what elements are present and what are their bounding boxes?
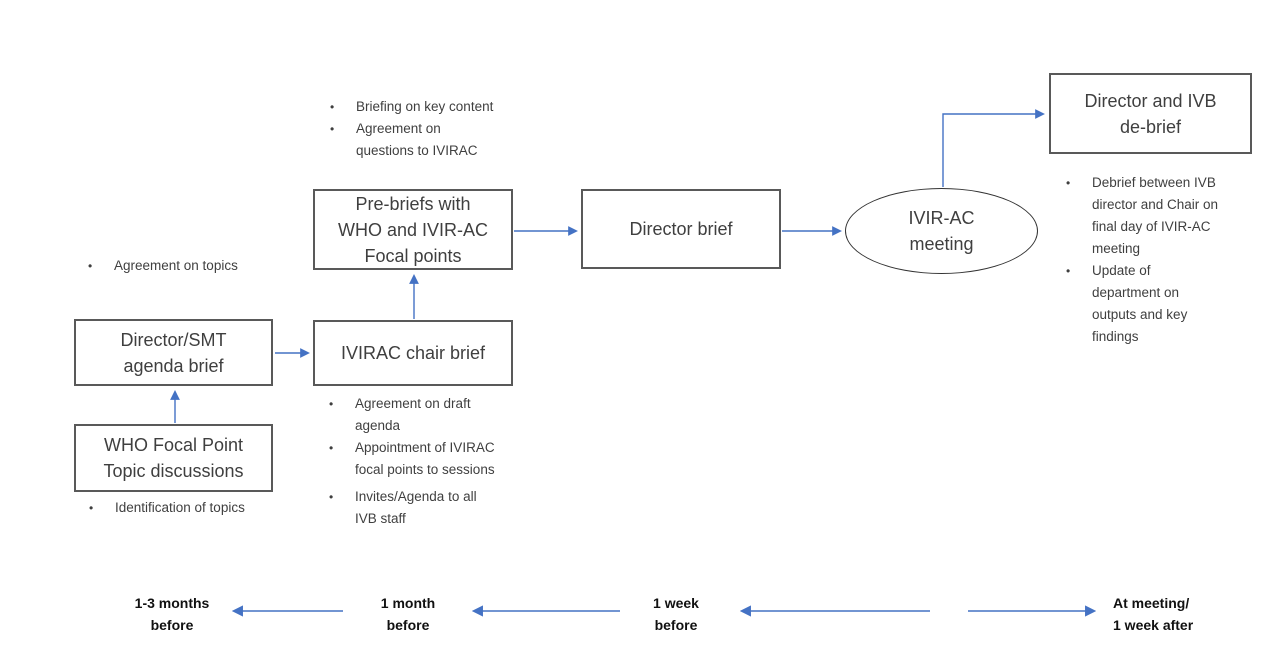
node-label-line: IVIR-AC [908, 208, 975, 228]
node-label-line: Director brief [629, 219, 733, 239]
notes-identification-of-topics: Identification of topics [83, 497, 253, 519]
node-label-line: Director and IVB [1084, 90, 1217, 111]
timeline-label-line: 1 week after [1113, 617, 1194, 633]
timeline-label-line: 1 month [380, 595, 436, 611]
timeline-label-line: before [654, 617, 698, 633]
node-label-line: WHO Focal Point [103, 435, 244, 455]
notes-chair-brief: Agreement on draft agenda Appointment of… [323, 393, 498, 530]
note-item: Agreement on topics [82, 255, 242, 277]
node-label-line: agenda brief [123, 355, 224, 376]
node-label-line: Topic discussions [103, 461, 244, 481]
note-item: Update of department on outputs and key … [1060, 260, 1220, 348]
timeline-label-line: At meeting/ [1113, 595, 1190, 611]
timeline-label-1-week-before: 1 week before [616, 592, 736, 636]
node-ivirac-chair-brief: IVIRAC chair brief [313, 320, 513, 386]
node-ivir-ac-meeting: IVIR-AC meeting [845, 188, 1038, 274]
notes-debrief: Debrief between IVB director and Chair o… [1060, 172, 1220, 348]
notes-agreement-on-topics: Agreement on topics [82, 255, 242, 277]
node-label-line: IVIRAC chair brief [340, 343, 486, 363]
timeline-label-line: 1 week [653, 595, 699, 611]
note-item: Invites/Agenda to all IVB staff [323, 486, 498, 530]
node-director-ivb-debrief: Director and IVB de-brief [1049, 73, 1252, 154]
node-label-line: Pre-briefs with [355, 193, 471, 214]
node-director-brief: Director brief [581, 189, 781, 269]
node-label-line: WHO and IVIR-AC [337, 219, 489, 240]
note-item: Appointment of IVIRAC focal points to se… [323, 437, 498, 481]
node-label-line: meeting [909, 234, 974, 254]
note-item: Identification of topics [83, 497, 253, 519]
note-item: Briefing on key content [324, 96, 499, 118]
timeline-label-line: 1-3 months [134, 595, 210, 611]
node-who-focal-point-topic-discussions: WHO Focal Point Topic discussions [74, 424, 273, 492]
timeline-label-1-month-before: 1 month before [348, 592, 468, 636]
node-label-line: Focal points [364, 245, 462, 266]
timeline-label-1-3-months-before: 1-3 months before [112, 592, 232, 636]
note-item: Agreement on questions to IVIRAC [324, 118, 499, 162]
note-item: Debrief between IVB director and Chair o… [1060, 172, 1220, 260]
node-label-line: Director/SMT [120, 329, 227, 350]
arrow-meeting-to-debrief [942, 109, 1045, 187]
note-item: Agreement on draft agenda [323, 393, 498, 437]
node-pre-briefs-focal-points: Pre-briefs with WHO and IVIR-AC Focal po… [313, 189, 513, 270]
timeline-label-line: before [386, 617, 430, 633]
node-director-smt-agenda-brief: Director/SMT agenda brief [74, 319, 273, 386]
node-label-line: de-brief [1119, 116, 1182, 137]
timeline-label-at-meeting-1-week-after: At meeting/ 1 week after [1113, 592, 1243, 636]
timeline-label-line: before [150, 617, 194, 633]
notes-pre-brief: Briefing on key content Agreement on que… [324, 96, 499, 162]
